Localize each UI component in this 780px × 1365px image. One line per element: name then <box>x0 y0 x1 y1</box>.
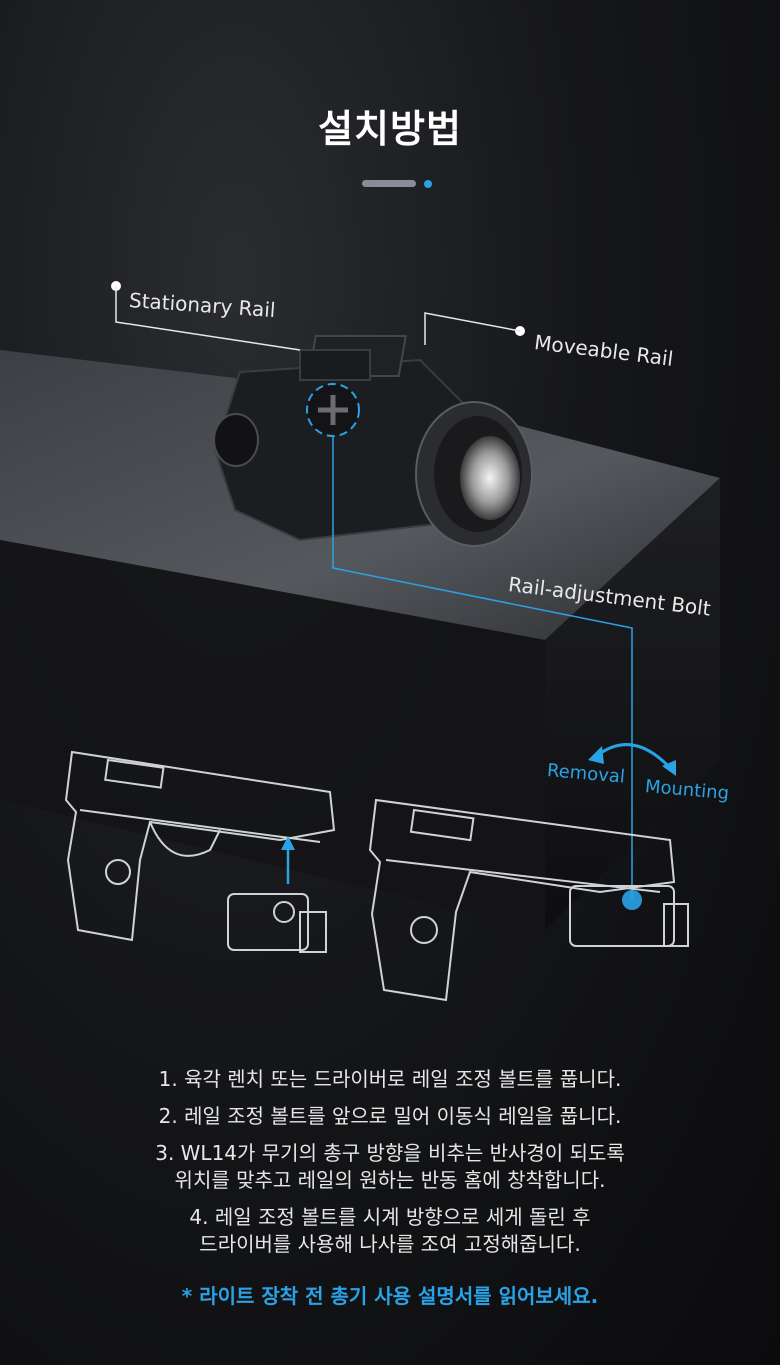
step-3-line-2: 위치를 맞추고 레일의 원하는 반동 홈에 창착합니다. <box>174 1168 606 1192</box>
step-4-line-2: 드라이버를 사용해 나사를 조여 고정해줍니다. <box>199 1232 581 1256</box>
title-underline-dot <box>424 180 432 188</box>
instruction-list: 1. 육각 렌치 또는 드라이버로 레일 조정 볼트를 풉니다. 2. 레일 조… <box>0 1066 780 1268</box>
instruction-step-1: 1. 육각 렌치 또는 드라이버로 레일 조정 볼트를 풉니다. <box>0 1066 780 1093</box>
instruction-step-2: 2. 레일 조정 볼트를 앞으로 밀어 이동식 레일을 풉니다. <box>0 1103 780 1130</box>
step-1-text: 1. 육각 렌치 또는 드라이버로 레일 조정 볼트를 풉니다. <box>158 1067 622 1091</box>
step-2-text: 2. 레일 조정 볼트를 앞으로 밀어 이동식 레일을 풉니다. <box>158 1104 622 1128</box>
pistol-mounted-drawing <box>368 798 689 1002</box>
step-4-line-1: 4. 레일 조정 볼트를 시계 방향으로 세게 돌린 후 <box>189 1205 591 1229</box>
weapon-light-icon <box>213 335 533 547</box>
page-title: 설치방법 <box>318 107 462 151</box>
light-removal-drawing <box>227 893 327 953</box>
instruction-step-3: 3. WL14가 무기의 총구 방향을 비추는 반사경이 되도록 위치를 맞추고… <box>0 1140 780 1194</box>
pistol-removal-drawing <box>64 750 336 942</box>
step-3-line-1: 3. WL14가 무기의 총구 방향을 비추는 반사경이 되도록 <box>155 1141 625 1165</box>
instruction-step-4: 4. 레일 조정 볼트를 시계 방향으로 세게 돌린 후 드라이버를 사용해 나… <box>0 1204 780 1258</box>
mounted-bolt-marker <box>622 890 642 910</box>
manual-note: * 라이트 장착 전 총기 사용 설명서를 읽어보세요. <box>181 1284 599 1308</box>
table-front-left <box>0 540 545 930</box>
title-underline-bar <box>362 180 416 187</box>
